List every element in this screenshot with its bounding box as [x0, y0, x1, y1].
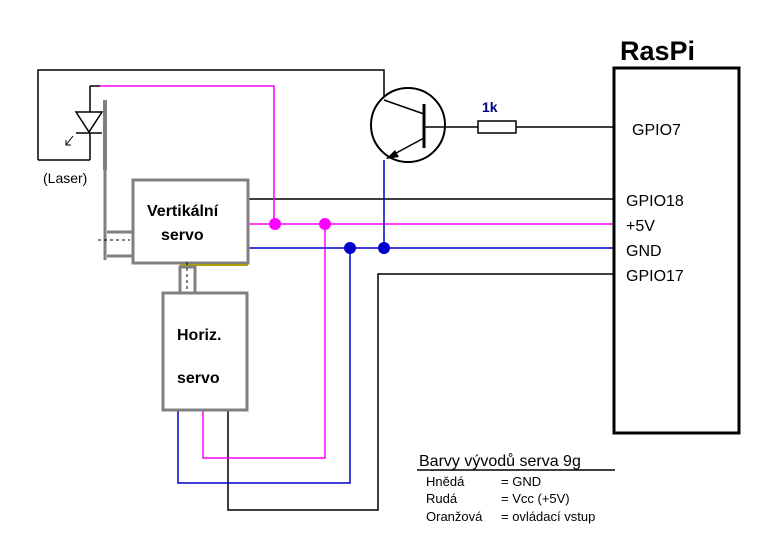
legend-value-red: = Vcc (+5V) [501, 491, 570, 506]
servo-mount-bracket [98, 100, 135, 260]
gpio17-wire [227, 273, 614, 511]
legend-value-brown: = GND [501, 474, 541, 489]
horizontal-servo-box [161, 291, 249, 412]
legend-name-red: Rudá [426, 491, 458, 506]
power-wires [100, 85, 614, 459]
pin-label-gpio7: GPIO7 [632, 122, 681, 139]
resistor [477, 120, 517, 134]
junction-dot [319, 218, 331, 230]
horizontal-servo-label-2: servo [177, 370, 220, 387]
raspi-title: RasPi [620, 36, 695, 66]
legend-name-orange: Oranžová [426, 509, 483, 524]
laser-diode [65, 85, 104, 160]
resistor-label: 1k [482, 99, 498, 115]
raspi-box [612, 66, 741, 435]
wire-color-legend: Barvy vývodů serva 9g Hnědá = GND Rudá =… [417, 452, 615, 524]
junction-dot [378, 242, 390, 254]
laser-wire [37, 69, 385, 160]
legend-title: Barvy vývodů serva 9g [419, 452, 581, 470]
vertical-servo-box [131, 178, 250, 265]
junction-dot [344, 242, 356, 254]
junction-dot [269, 218, 281, 230]
horiz-gnd-wire [177, 248, 351, 484]
laser-power-wire [100, 85, 275, 224]
laser-label: (Laser) [43, 170, 87, 186]
pin-label-gpio18: GPIO18 [626, 193, 684, 210]
horiz-power-wire [202, 224, 326, 459]
ground-wires [177, 160, 614, 484]
vertical-servo-label-2: servo [161, 227, 204, 244]
signal-wires [37, 69, 614, 511]
legend-value-orange: = ovládací vstup [501, 509, 595, 524]
legend-name-brown: Hnědá [426, 474, 465, 489]
transistor-symbol [370, 87, 446, 163]
horizontal-servo-label: Horiz. [177, 327, 221, 344]
pin-label-gnd: GND [626, 243, 662, 260]
vertical-servo-label: Vertikální [147, 203, 219, 220]
pin-label-gpio17: GPIO17 [626, 268, 684, 285]
pin-label-5v: +5V [626, 218, 655, 235]
junctions [269, 218, 390, 254]
